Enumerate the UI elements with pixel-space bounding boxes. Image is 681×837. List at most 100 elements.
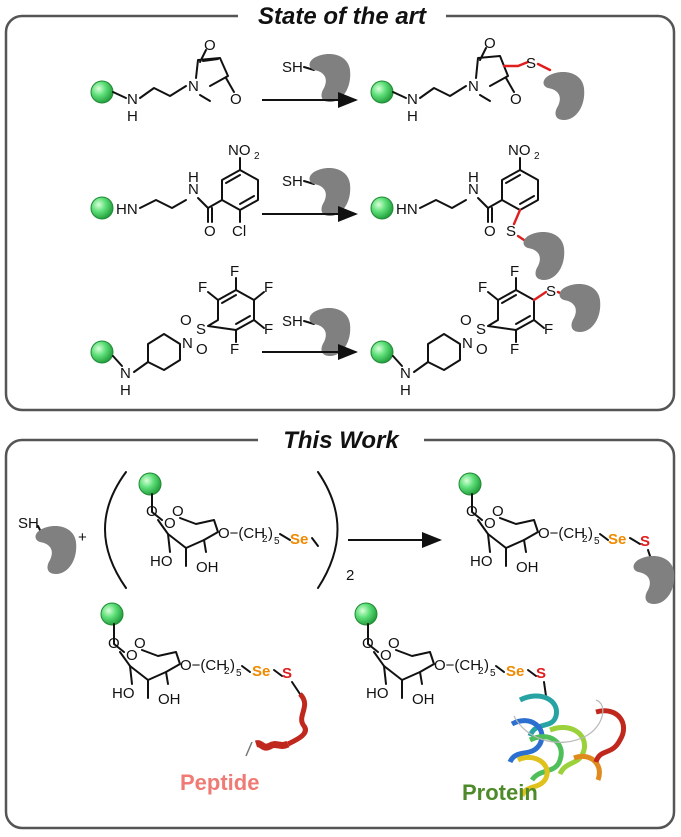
svg-text:F: F	[230, 263, 239, 280]
green-sphere-icon	[90, 80, 114, 104]
svg-text:SH: SH	[18, 515, 39, 532]
svg-text:O: O	[172, 503, 184, 520]
svg-text:O: O	[204, 223, 216, 240]
svg-text:OH: OH	[158, 691, 181, 708]
alpha-helix-icon	[245, 692, 308, 757]
svg-text:SH: SH	[282, 313, 303, 330]
svg-text:N: N	[127, 91, 138, 108]
protein-label: Protein	[462, 780, 538, 805]
svg-text:): )	[588, 525, 593, 542]
svg-text:H: H	[120, 382, 131, 399]
svg-text:Se: Se	[506, 663, 524, 680]
svg-text:F: F	[544, 321, 553, 338]
svg-text:O: O	[108, 635, 120, 652]
diselenide-reaction: SH + 2 O O O HO OH O−(CH 2 ) 5 Se	[18, 471, 675, 604]
svg-text:HN: HN	[116, 201, 138, 218]
svg-text:O: O	[164, 515, 176, 532]
svg-text:F: F	[510, 341, 519, 358]
svg-text:OH: OH	[516, 559, 539, 576]
svg-text:O: O	[484, 515, 496, 532]
maleimide-reaction: N H N O O SH N H N O O S	[90, 35, 585, 125]
svg-text:F: F	[198, 279, 207, 296]
green-sphere-icon	[138, 472, 162, 496]
svg-text:N: N	[468, 78, 479, 95]
svg-text:SH: SH	[282, 59, 303, 76]
svg-text:O: O	[388, 635, 400, 652]
svg-text:O: O	[362, 635, 374, 652]
svg-text:HO: HO	[366, 685, 389, 702]
green-sphere-icon	[458, 472, 482, 496]
this-work-title: This Work	[283, 427, 400, 454]
open-paren	[104, 471, 127, 589]
svg-text:S: S	[506, 223, 516, 240]
green-sphere-icon	[90, 340, 114, 364]
galactose-selenylsulfide-protein: O O O HO OH O−(CH 2 ) 5 Se S	[458, 472, 675, 604]
svg-text:2: 2	[346, 567, 354, 584]
svg-text:S: S	[640, 533, 650, 550]
svg-text:S: S	[476, 321, 486, 338]
svg-text:Se: Se	[290, 531, 308, 548]
close-paren	[317, 471, 339, 589]
svg-text:OH: OH	[412, 691, 435, 708]
svg-text:N: N	[188, 181, 199, 198]
svg-text:F: F	[230, 341, 239, 358]
svg-text:O: O	[460, 312, 472, 329]
svg-text:H: H	[407, 108, 418, 125]
protein-structure-icon	[507, 693, 627, 798]
svg-text:5: 5	[274, 536, 280, 547]
svg-text:O: O	[204, 37, 216, 54]
svg-text:2: 2	[582, 534, 588, 545]
pentafluorosulfonamide-reaction: N H N S O O F F F F F SH N H N S O O F F…	[90, 263, 601, 399]
green-sphere-icon	[354, 602, 378, 626]
svg-text:O: O	[180, 312, 192, 329]
svg-text:2: 2	[254, 151, 260, 162]
green-sphere-icon	[90, 196, 114, 220]
svg-text:Se: Se	[608, 531, 626, 548]
svg-text:Cl: Cl	[232, 223, 246, 240]
svg-text:5: 5	[490, 668, 496, 679]
state-of-art-title: State of the art	[258, 3, 427, 30]
this-work-panel	[4, 438, 676, 830]
svg-text:N: N	[400, 365, 411, 382]
svg-text:O−(CH: O−(CH	[180, 657, 227, 674]
svg-text:S: S	[282, 665, 292, 682]
svg-text:S: S	[526, 55, 536, 72]
svg-text:OH: OH	[196, 559, 219, 576]
svg-text:O: O	[380, 647, 392, 664]
svg-text:S: S	[546, 283, 556, 300]
galactose-diselenide-sugar: O O O HO OH O−(CH 2 ) 5 Se	[138, 472, 319, 576]
svg-text:): )	[230, 657, 235, 674]
svg-text:O−(CH: O−(CH	[218, 525, 265, 542]
svg-text:F: F	[478, 279, 487, 296]
svg-text:O: O	[196, 341, 208, 358]
protein-conjugate: O O O HO OH O−(CH 2 ) 5 Se S Protein	[354, 602, 627, 805]
svg-text:H: H	[127, 108, 138, 125]
chloronitrobenzamide-reaction: HN N H O NO 2 Cl SH HN N H O NO 2 S	[90, 142, 565, 280]
svg-text:O: O	[230, 91, 242, 108]
svg-text:5: 5	[594, 536, 600, 547]
svg-text:2: 2	[478, 666, 484, 677]
svg-text:H: H	[188, 169, 199, 186]
svg-text:N: N	[462, 335, 473, 352]
svg-text:F: F	[264, 279, 273, 296]
svg-text:O: O	[476, 341, 488, 358]
svg-text:O−(CH: O−(CH	[434, 657, 481, 674]
svg-text:F: F	[264, 321, 273, 338]
svg-text:S: S	[536, 665, 546, 682]
svg-text:Se: Se	[252, 663, 270, 680]
svg-text:N: N	[407, 91, 418, 108]
svg-text:O: O	[510, 91, 522, 108]
svg-text:N: N	[120, 365, 131, 382]
svg-text:HO: HO	[150, 553, 173, 570]
peptide-label: Peptide	[180, 770, 259, 795]
svg-text:): )	[268, 525, 273, 542]
svg-text:): )	[484, 657, 489, 674]
svg-text:NO: NO	[228, 142, 251, 159]
svg-text:HO: HO	[470, 553, 493, 570]
svg-text:+: +	[78, 529, 87, 546]
svg-text:H: H	[468, 169, 479, 186]
svg-text:2: 2	[262, 534, 268, 545]
svg-text:O: O	[126, 647, 138, 664]
green-sphere-icon	[370, 340, 394, 364]
